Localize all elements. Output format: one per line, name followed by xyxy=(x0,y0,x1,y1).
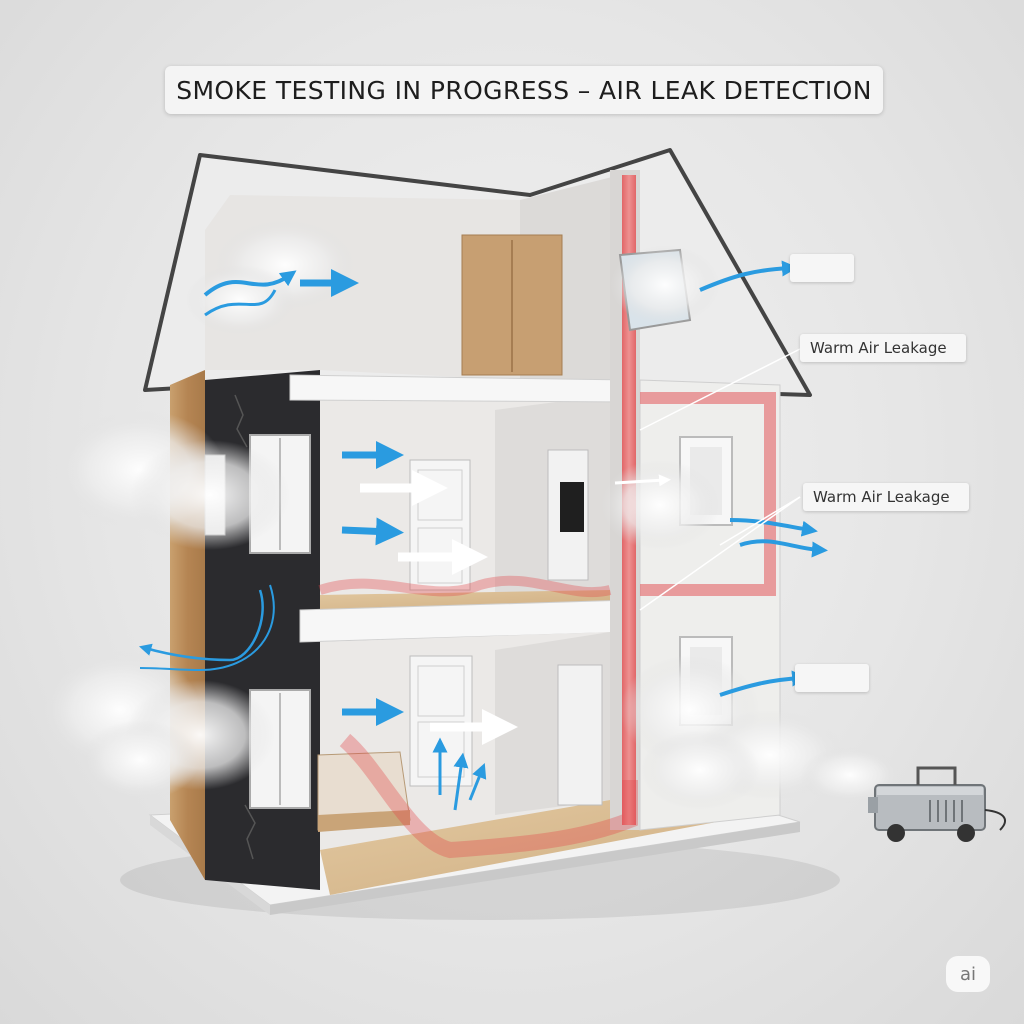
air-flow-arrow xyxy=(453,752,469,811)
upper-leak-callout: Warm Air Leakage xyxy=(800,334,966,362)
foundation-front-edge xyxy=(270,822,800,915)
indoor-flow-arrow xyxy=(614,474,671,487)
roof-vent-callout xyxy=(790,254,854,282)
callout-leader xyxy=(639,348,801,431)
air-flow-arrow xyxy=(139,584,275,672)
air-flow-arrow xyxy=(699,260,798,292)
warm-air-leak-upper xyxy=(640,392,776,596)
upper-ceiling-slab xyxy=(289,374,631,403)
ground-leak-callout xyxy=(795,664,869,692)
warm-air-leak-lower xyxy=(339,733,638,859)
wall-crack xyxy=(234,394,248,448)
indoor-flow-arrows xyxy=(360,470,671,745)
air-flow-arrow xyxy=(719,670,808,697)
air-flow-arrow xyxy=(138,589,264,662)
smoke-machine-icon xyxy=(868,766,1006,842)
air-flow-arrow xyxy=(341,517,404,546)
bathroom-doorway xyxy=(557,664,603,806)
upper-door xyxy=(409,459,471,591)
smoke-clouds xyxy=(40,220,900,810)
interior-air-arrows xyxy=(341,441,487,811)
page-title: SMOKE TESTING IN PROGRESS – AIR LEAK DET… xyxy=(176,75,872,105)
wall-crack xyxy=(244,804,256,860)
air-flow-arrow xyxy=(468,763,487,801)
callout-leader xyxy=(719,496,801,546)
window-leak-callout: Warm Air Leakage xyxy=(803,483,969,511)
air-flow-arrow xyxy=(204,289,277,317)
ai-watermark-icon: ai xyxy=(946,956,990,992)
callout-leader xyxy=(639,496,801,611)
air-flow-arrow xyxy=(203,270,297,297)
warm-air-leak-floor xyxy=(318,575,612,598)
air-flow-arrow xyxy=(729,518,818,537)
air-flow-arrow xyxy=(739,539,828,558)
title-banner: SMOKE TESTING IN PROGRESS – AIR LEAK DET… xyxy=(165,66,883,114)
